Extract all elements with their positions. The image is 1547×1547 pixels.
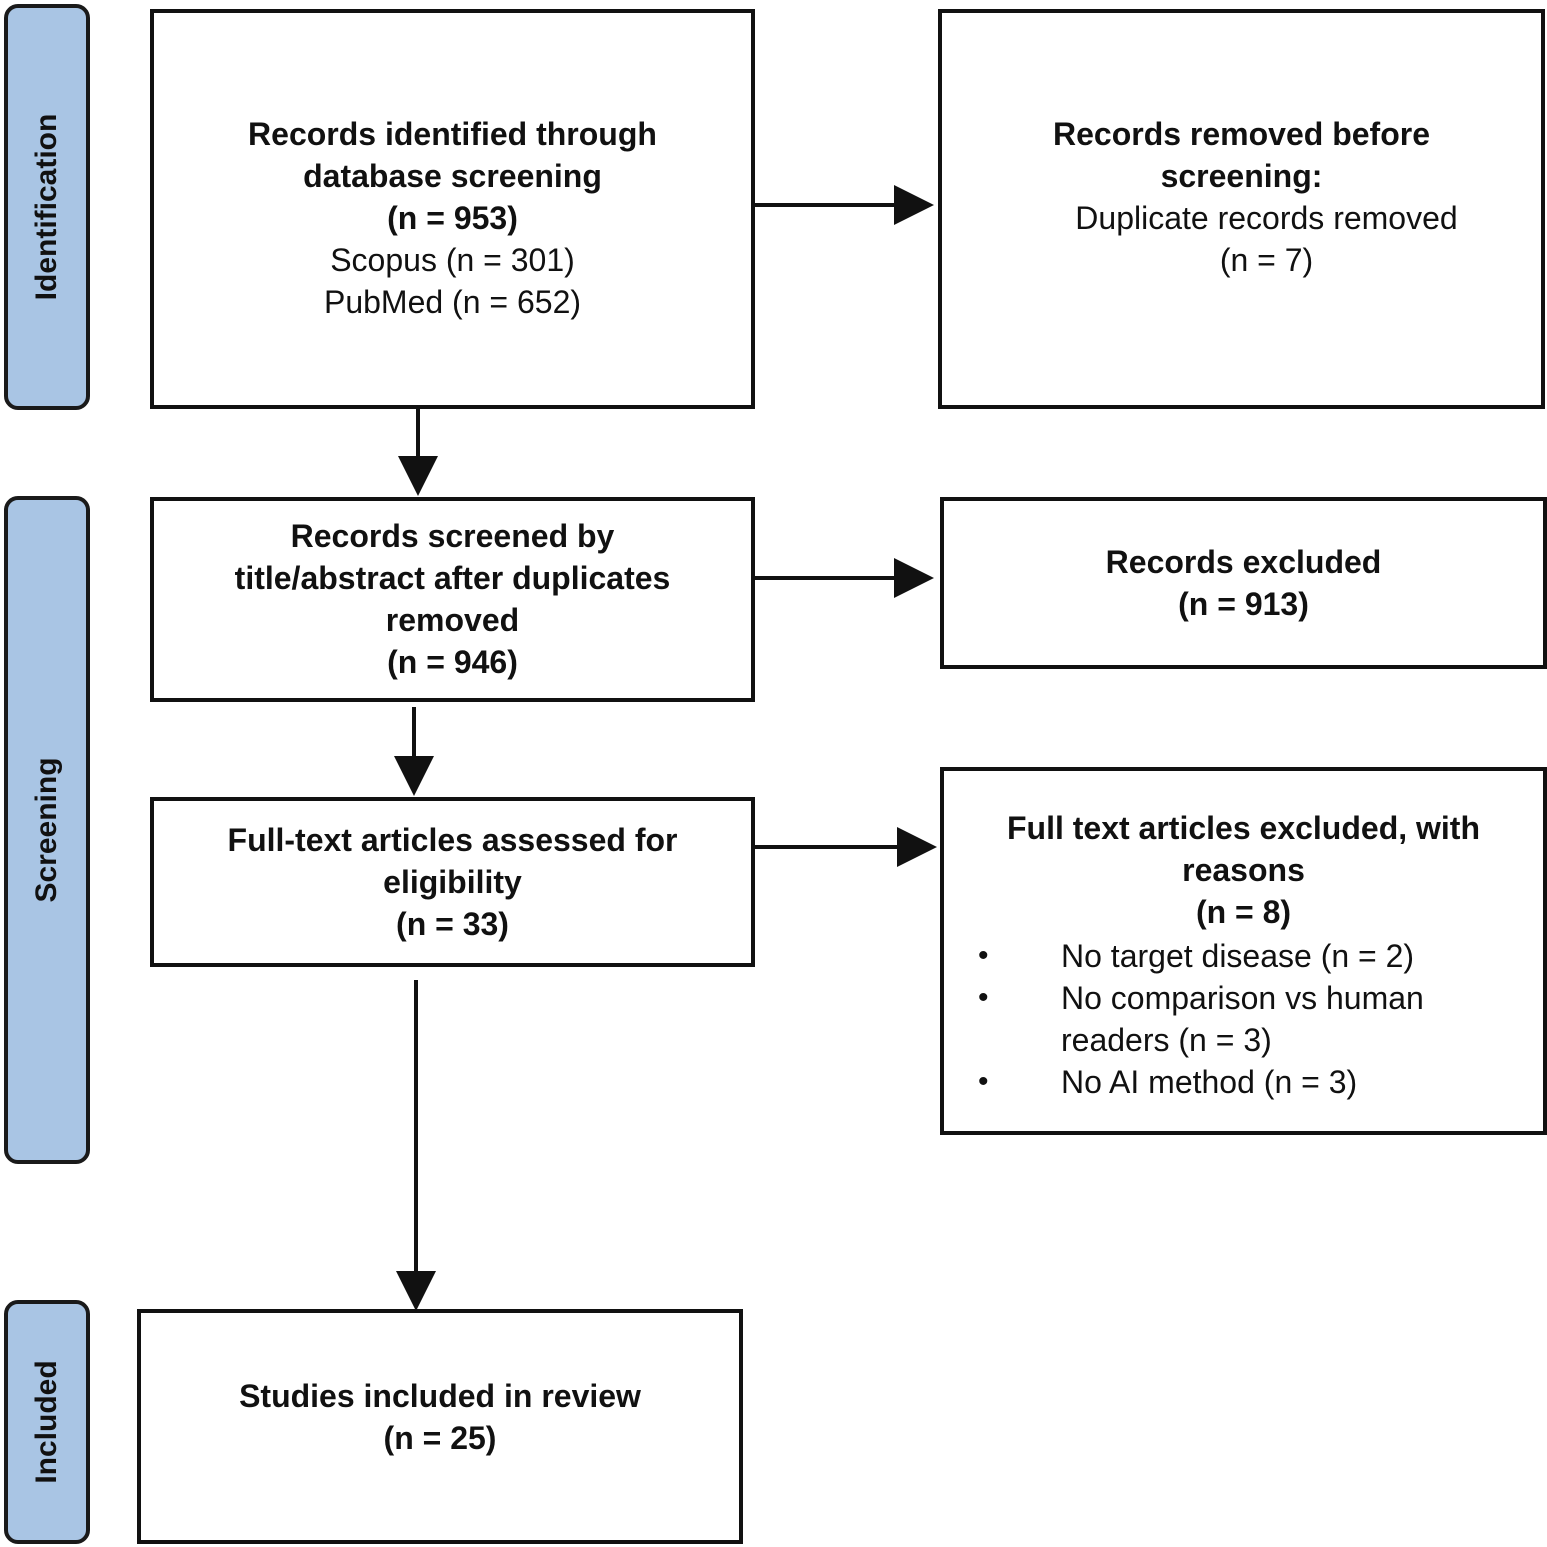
exclusion-reasons-list: No target disease (n = 2) No comparison …: [944, 935, 1543, 1103]
records-screened-box: Records screened by title/abstract after…: [150, 497, 755, 702]
fulltext-excluded-title-1: Full text articles excluded, with: [1006, 810, 1480, 846]
studies-included-box: Studies included in review (n = 25): [137, 1309, 743, 1544]
fulltext-excluded-title-2: reasons: [1182, 852, 1305, 888]
phase-screening: Screening: [4, 496, 90, 1164]
fulltext-assessed-title-2: eligibility: [383, 864, 522, 900]
fulltext-excluded-box: Full text articles excluded, with reason…: [940, 767, 1547, 1135]
records-excluded-count: (n = 913): [1178, 586, 1309, 622]
phase-included: Included: [4, 1300, 90, 1544]
exclusion-reason: No AI method (n = 3): [944, 1061, 1483, 1103]
records-removed-title-2: screening:: [1160, 158, 1323, 194]
scopus-count: Scopus (n = 301): [330, 242, 575, 278]
phase-identification: Identification: [4, 4, 90, 410]
duplicates-removed-label: Duplicate records removed: [1075, 200, 1458, 236]
records-screened-title-3: removed: [385, 602, 520, 638]
records-excluded-title: Records excluded: [1105, 544, 1382, 580]
studies-included-count: (n = 25): [383, 1420, 497, 1456]
records-excluded-box: Records excluded (n = 913): [940, 497, 1547, 669]
records-identified-title-2: database screening: [303, 158, 602, 194]
fulltext-assessed-box: Full-text articles assessed for eligibil…: [150, 797, 755, 967]
fulltext-assessed-count: (n = 33): [396, 906, 509, 942]
records-identified-count: (n = 953): [387, 200, 518, 236]
records-screened-count: (n = 946): [387, 644, 518, 680]
records-screened-title-2: title/abstract after duplicates: [234, 560, 671, 596]
duplicates-removed-count: (n = 7): [1219, 242, 1314, 278]
pubmed-count: PubMed (n = 652): [323, 284, 582, 320]
records-identified-title-1: Records identified through: [248, 116, 657, 152]
exclusion-reason: No target disease (n = 2): [944, 935, 1483, 977]
fulltext-excluded-count: (n = 8): [1195, 894, 1292, 930]
fulltext-assessed-title-1: Full-text articles assessed for: [227, 822, 678, 858]
records-removed-box: Records removed before screening: Duplic…: [938, 9, 1545, 409]
records-identified-box: Records identified through database scre…: [150, 9, 755, 409]
records-removed-title-1: Records removed before: [1052, 116, 1430, 152]
exclusion-reason: No comparison vs human readers (n = 3): [944, 977, 1483, 1061]
records-screened-title-1: Records screened by: [290, 518, 615, 554]
studies-included-title: Studies included in review: [239, 1378, 641, 1414]
